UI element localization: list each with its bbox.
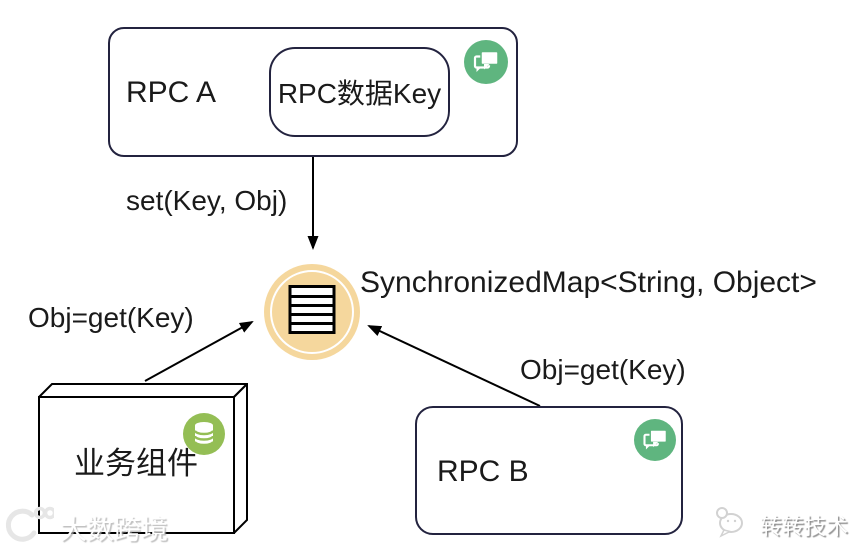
chat-icon bbox=[464, 40, 508, 89]
database-icon bbox=[183, 413, 225, 460]
node-rpc-data-key: RPC数据Key bbox=[269, 47, 450, 137]
synchronized-map-label: SynchronizedMap<String, Object> bbox=[360, 266, 817, 299]
edge-label-set: set(Key, Obj) bbox=[126, 185, 288, 216]
node-rpc-a: RPC A RPC数据Key bbox=[108, 27, 518, 157]
document-list-icon bbox=[288, 285, 336, 340]
node-business-label: 业务组件 bbox=[74, 446, 198, 481]
node-synchronized-map bbox=[264, 264, 360, 360]
edge-get-left-arrow bbox=[144, 321, 254, 382]
edge-label-get-right: Obj=get(Key) bbox=[520, 354, 686, 385]
node-rpc-b-label: RPC B bbox=[437, 455, 529, 488]
node-rpc-a-label: RPC A bbox=[126, 76, 217, 109]
node-business-component: 业务组件 bbox=[38, 383, 248, 534]
node-rpc-data-key-label: RPC数据Key bbox=[277, 78, 442, 109]
edge-get-right-arrow bbox=[367, 325, 541, 407]
edge-label-get-left: Obj=get(Key) bbox=[28, 302, 194, 333]
node-rpc-b: RPC B bbox=[415, 406, 683, 535]
chat-icon bbox=[634, 419, 676, 466]
